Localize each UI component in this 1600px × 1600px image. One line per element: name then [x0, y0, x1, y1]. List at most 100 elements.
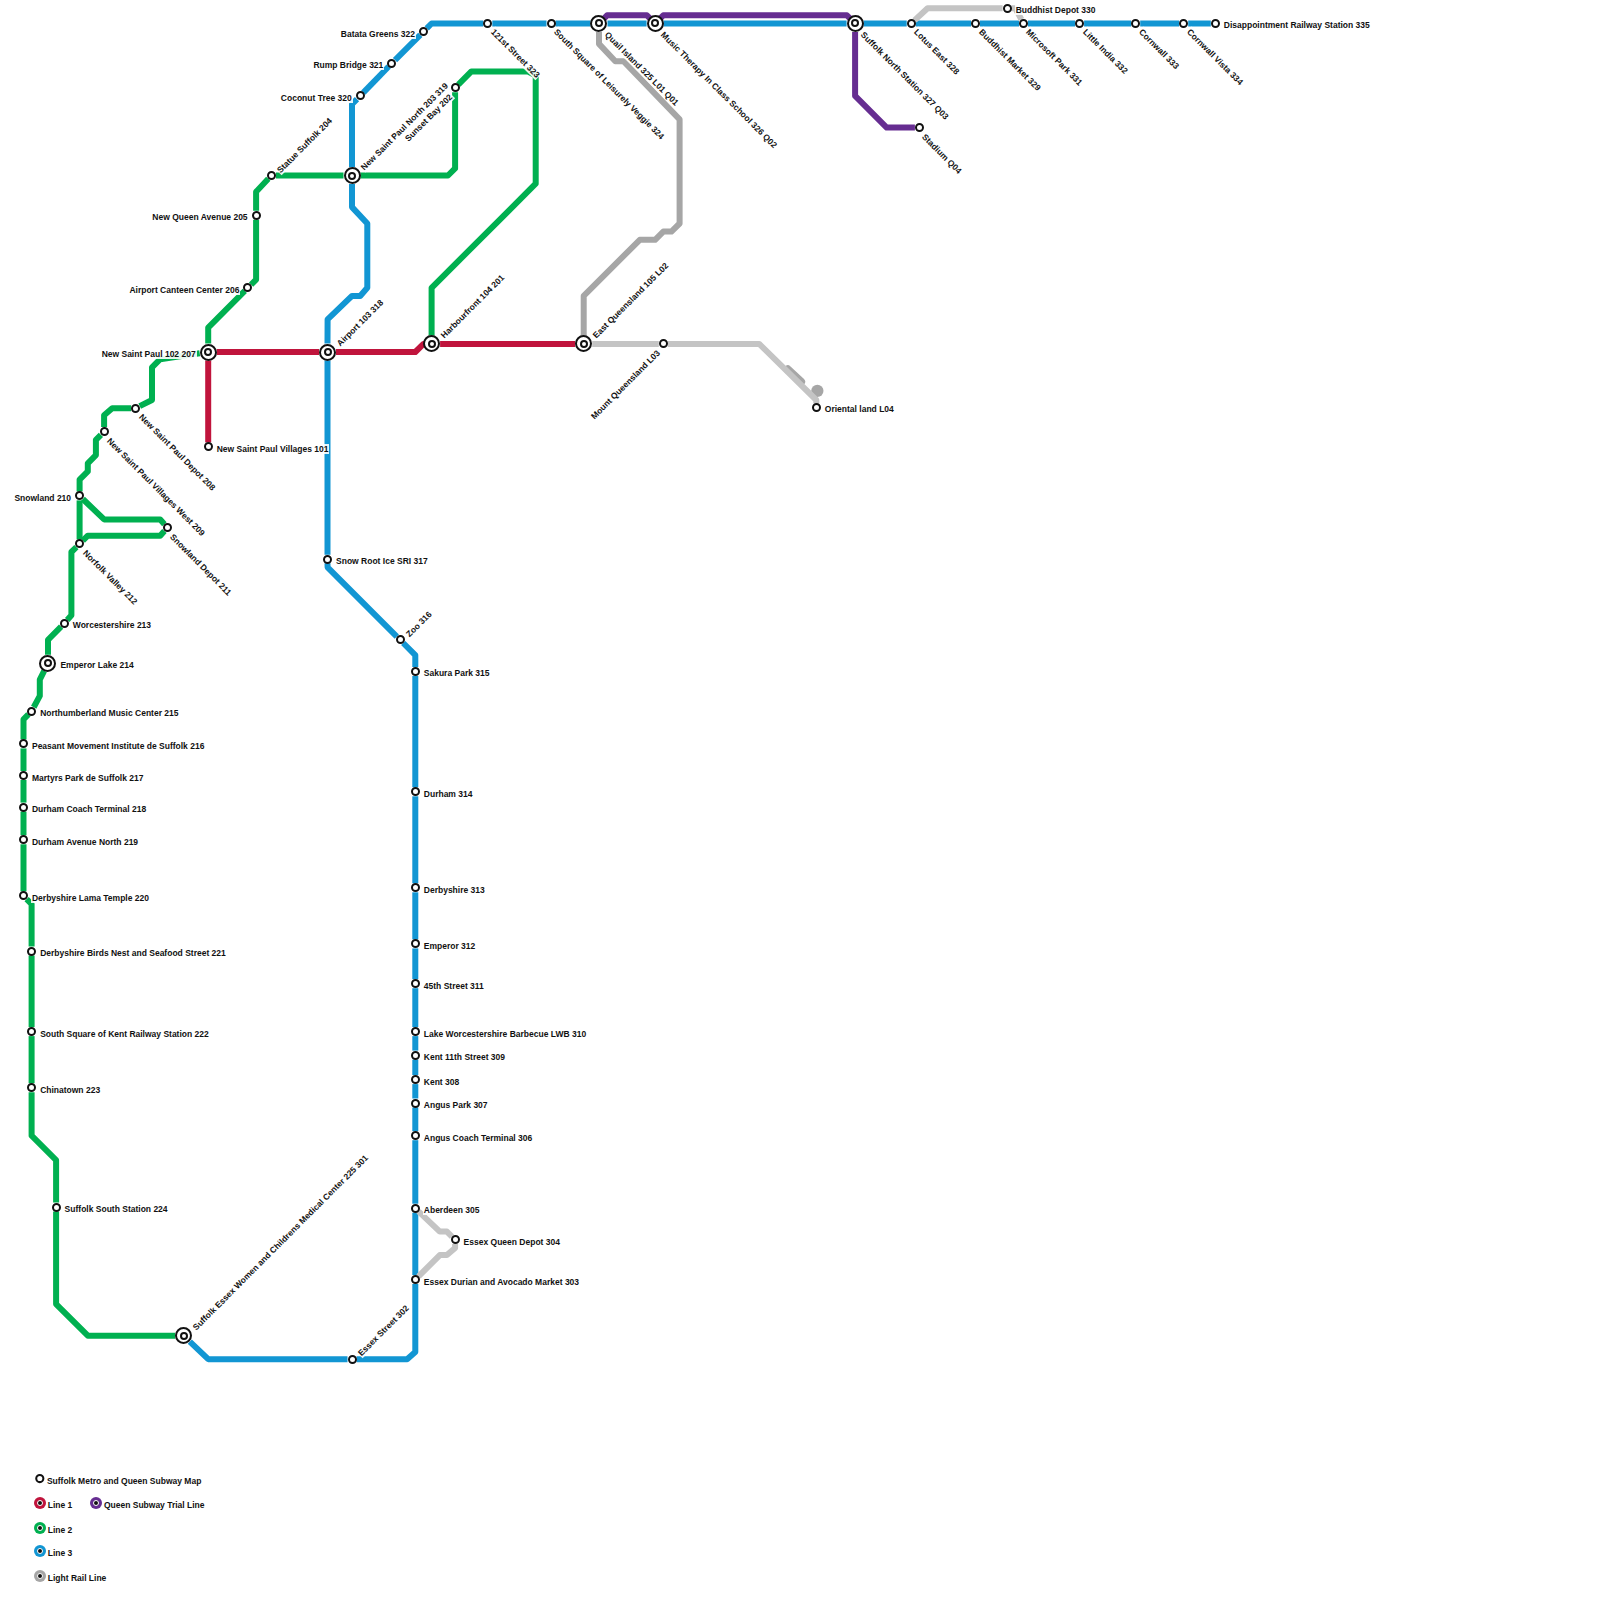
legend-swatch	[34, 1545, 46, 1557]
line-segment	[328, 563, 397, 636]
label-holder: Essex Queen Depot 304	[455, 1234, 561, 1246]
line-segment	[864, 21, 907, 27]
label-holder: Music Therapy In Class School 326 Q02	[651, 19, 782, 150]
line-segment	[412, 1108, 418, 1132]
line-segment	[419, 1244, 456, 1277]
station-dot: Airport Canteen Center 206	[243, 283, 252, 292]
line-segment	[29, 1036, 35, 1083]
station-dot: Statue Suffolk 204	[267, 171, 276, 180]
map-title: Suffolk Metro and Queen Subway Map	[46, 1472, 202, 1486]
label-holder: New Saint Paul Villages 101	[208, 441, 329, 453]
station-dot: Stadium Q04	[915, 123, 924, 132]
line-segment	[412, 1060, 418, 1076]
station-dot: Zoo 316	[396, 635, 405, 644]
label-holder: East Queensland 105 L02	[579, 258, 670, 349]
interchange-station: Music Therapy In Class School 326 Q02	[647, 15, 664, 32]
legend-label: Light Rail Line	[47, 1573, 108, 1583]
station-dot: Peasant Movement Institute de Suffolk 21…	[19, 739, 28, 748]
line-segment	[21, 844, 27, 891]
label-holder: Sakura Park 315	[415, 665, 490, 677]
label-holder: Derbyshire Birds Nest and Seafood Street…	[32, 945, 227, 957]
line-segment	[83, 499, 165, 524]
label-holder: Suffolk North Station 327 Q03	[851, 19, 954, 122]
line-segment	[208, 291, 245, 344]
station-label: New Saint Paul Villages 101	[216, 444, 330, 454]
legend-swatch	[90, 1497, 102, 1509]
station-label: Essex Queen Depot 304	[463, 1237, 561, 1247]
legend-entry: Light Rail Line	[47, 1569, 108, 1583]
line-segment	[603, 15, 651, 19]
interchange-station: Airport 103 318	[319, 344, 336, 361]
line-segment	[80, 435, 101, 492]
station-label: Derbyshire Birds Nest and Seafood Street…	[39, 948, 227, 958]
station-dot: Chinatown 223	[27, 1083, 36, 1092]
line-segment	[21, 780, 27, 803]
interchange-station: Suffolk Essex Women and Childrens Medica…	[175, 1327, 192, 1344]
label-holder: Peasant Movement Institute de Suffolk 21…	[23, 738, 205, 750]
station-label: Emperor 312	[423, 941, 477, 951]
line-segment	[21, 812, 27, 836]
line-segment	[592, 341, 659, 347]
interchange-station: New Saint Paul 102 207	[200, 344, 217, 361]
line-segment	[440, 341, 575, 347]
label-holder: Snow Root Ice SRI 317	[328, 553, 429, 565]
label-holder: Essex Durian and Avocado Market 303	[415, 1274, 580, 1286]
line-segment	[980, 21, 1019, 27]
station-dot: Kent 11th Street 309	[411, 1051, 420, 1060]
line-segment	[24, 714, 29, 739]
label-holder: 45th Street 311	[415, 978, 485, 990]
station-label: Stadium Q04	[920, 131, 965, 176]
station-dot: Snow Root Ice SRI 317	[323, 555, 332, 564]
label-holder: Stadium Q04	[915, 123, 967, 175]
line-segment	[83, 531, 165, 541]
line-segment	[412, 948, 418, 979]
label-holder: Northumberland Music Center 215	[32, 705, 180, 717]
station-dot: Derbyshire Lama Temple 220	[19, 891, 28, 900]
station-label: Cornwall 333	[1136, 27, 1182, 73]
station-label: Coconut Tree 320	[280, 93, 353, 103]
station-label: Aberdeen 305	[423, 1205, 481, 1215]
line-segment	[412, 796, 418, 883]
legend-label: Line 1	[47, 1500, 74, 1510]
label-holder: South Square of Kent Railway Station 222	[32, 1026, 210, 1038]
label-holder: Buddhist Depot 330	[1007, 2, 1096, 14]
legend-swatch	[34, 1522, 46, 1534]
line-segment	[659, 15, 851, 19]
station-dot: Little India 332	[1075, 19, 1084, 28]
station-label: Derbyshire 313	[423, 885, 486, 895]
station-label: Buddhist Depot 330	[1015, 5, 1097, 15]
label-holder: Angus Park 307	[415, 1097, 488, 1109]
station-dot: 45th Street 311	[411, 979, 420, 988]
station-label: Statue Suffolk 204	[275, 115, 336, 176]
station-label: Derbyshire Lama Temple 220	[31, 893, 150, 903]
label-holder: Durham Coach Terminal 218	[23, 801, 147, 813]
line-segment	[56, 1212, 175, 1336]
label-holder: Aberdeen 305	[415, 1202, 480, 1214]
station-dot: Lake Worcestershire Barbecue LWB 310	[411, 1027, 420, 1036]
station-dot: Essex Street 302	[348, 1355, 357, 1364]
station-dot: New Saint Paul Depot 208	[131, 404, 140, 413]
line-segment	[664, 21, 847, 27]
station-label: Kent 11th Street 309	[423, 1052, 506, 1062]
line-segment	[352, 99, 357, 167]
interchange-station: Emperor Lake 214	[39, 655, 56, 672]
label-holder: Suffolk South Station 224	[56, 1201, 168, 1213]
station-dot: Northumberland Music Center 215	[27, 707, 36, 716]
line-segment	[668, 344, 817, 404]
station-dot: Coconut Tree 320	[356, 91, 365, 100]
station-dot: Buddhist Market 329	[971, 19, 980, 28]
label-holder: New Queen Avenue 205	[151, 209, 256, 221]
station-dot: Mount Queensland L03	[659, 339, 668, 348]
station-label: Airport 103 318	[334, 297, 386, 349]
station-dot: Angus Park 307	[411, 1099, 420, 1108]
line-segment	[412, 892, 418, 939]
line-segment	[34, 671, 45, 707]
label-holder: Statue Suffolk 204	[267, 112, 334, 179]
station-dot: Suffolk South Station 224	[52, 1203, 61, 1212]
station-dot: New Saint Paul Villages 101	[204, 442, 213, 451]
station-label: Zoo 316	[403, 608, 434, 639]
station-label: Kent 308	[423, 1077, 460, 1087]
label-holder: Essex Street 302	[348, 1300, 411, 1363]
label-holder: Chinatown 223	[32, 1082, 101, 1094]
